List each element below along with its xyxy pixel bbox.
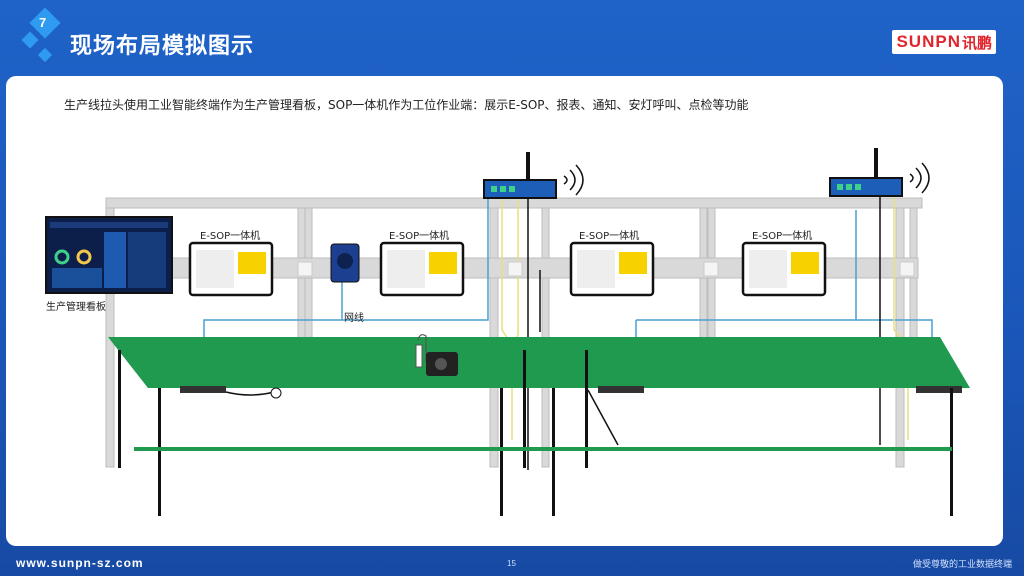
sop-label-2: E-SOP一体机 [389,231,450,242]
table-legs [118,350,953,516]
header: 7 现场布局模拟图示 SUNPN 讯鹏 [0,0,1024,80]
brand-logo: SUNPN 讯鹏 [892,30,996,54]
brand-name: SUNPN [896,32,961,51]
wall-sockets [297,261,915,277]
slide-number-badge: 7 [21,6,66,66]
network-label: 网线 [344,313,364,324]
lower-rail [134,447,952,451]
management-board-screen [45,216,173,294]
content-panel [6,76,1003,546]
board-label: 生产管理看板 [46,302,106,313]
sop-label-4: E-SOP一体机 [752,231,813,242]
footer-slogan: 做受尊敬的工业数据终端 [912,559,1012,569]
sop-terminals [188,241,827,297]
workbench-top [108,337,970,388]
sop-label-3: E-SOP一体机 [579,231,640,242]
page-title: 现场布局模拟图示 [70,34,255,59]
brand-name-cn: 讯鹏 [961,34,992,52]
sop-label-1: E-SOP一体机 [200,231,261,242]
slide-number: 7 [39,15,47,30]
handheld-scanner [415,334,458,376]
network-switch [330,243,360,283]
page-number: 15 [507,559,516,568]
black-cables [527,160,881,470]
description-text: 生产线拉头使用工业智能终端作为生产管理看板，SOP一体机作为工位作业端：展示E-… [64,98,749,112]
footer-url: www.sunpn-sz.com [16,556,144,570]
power-strips [180,386,962,393]
wifi-routers [483,148,930,199]
